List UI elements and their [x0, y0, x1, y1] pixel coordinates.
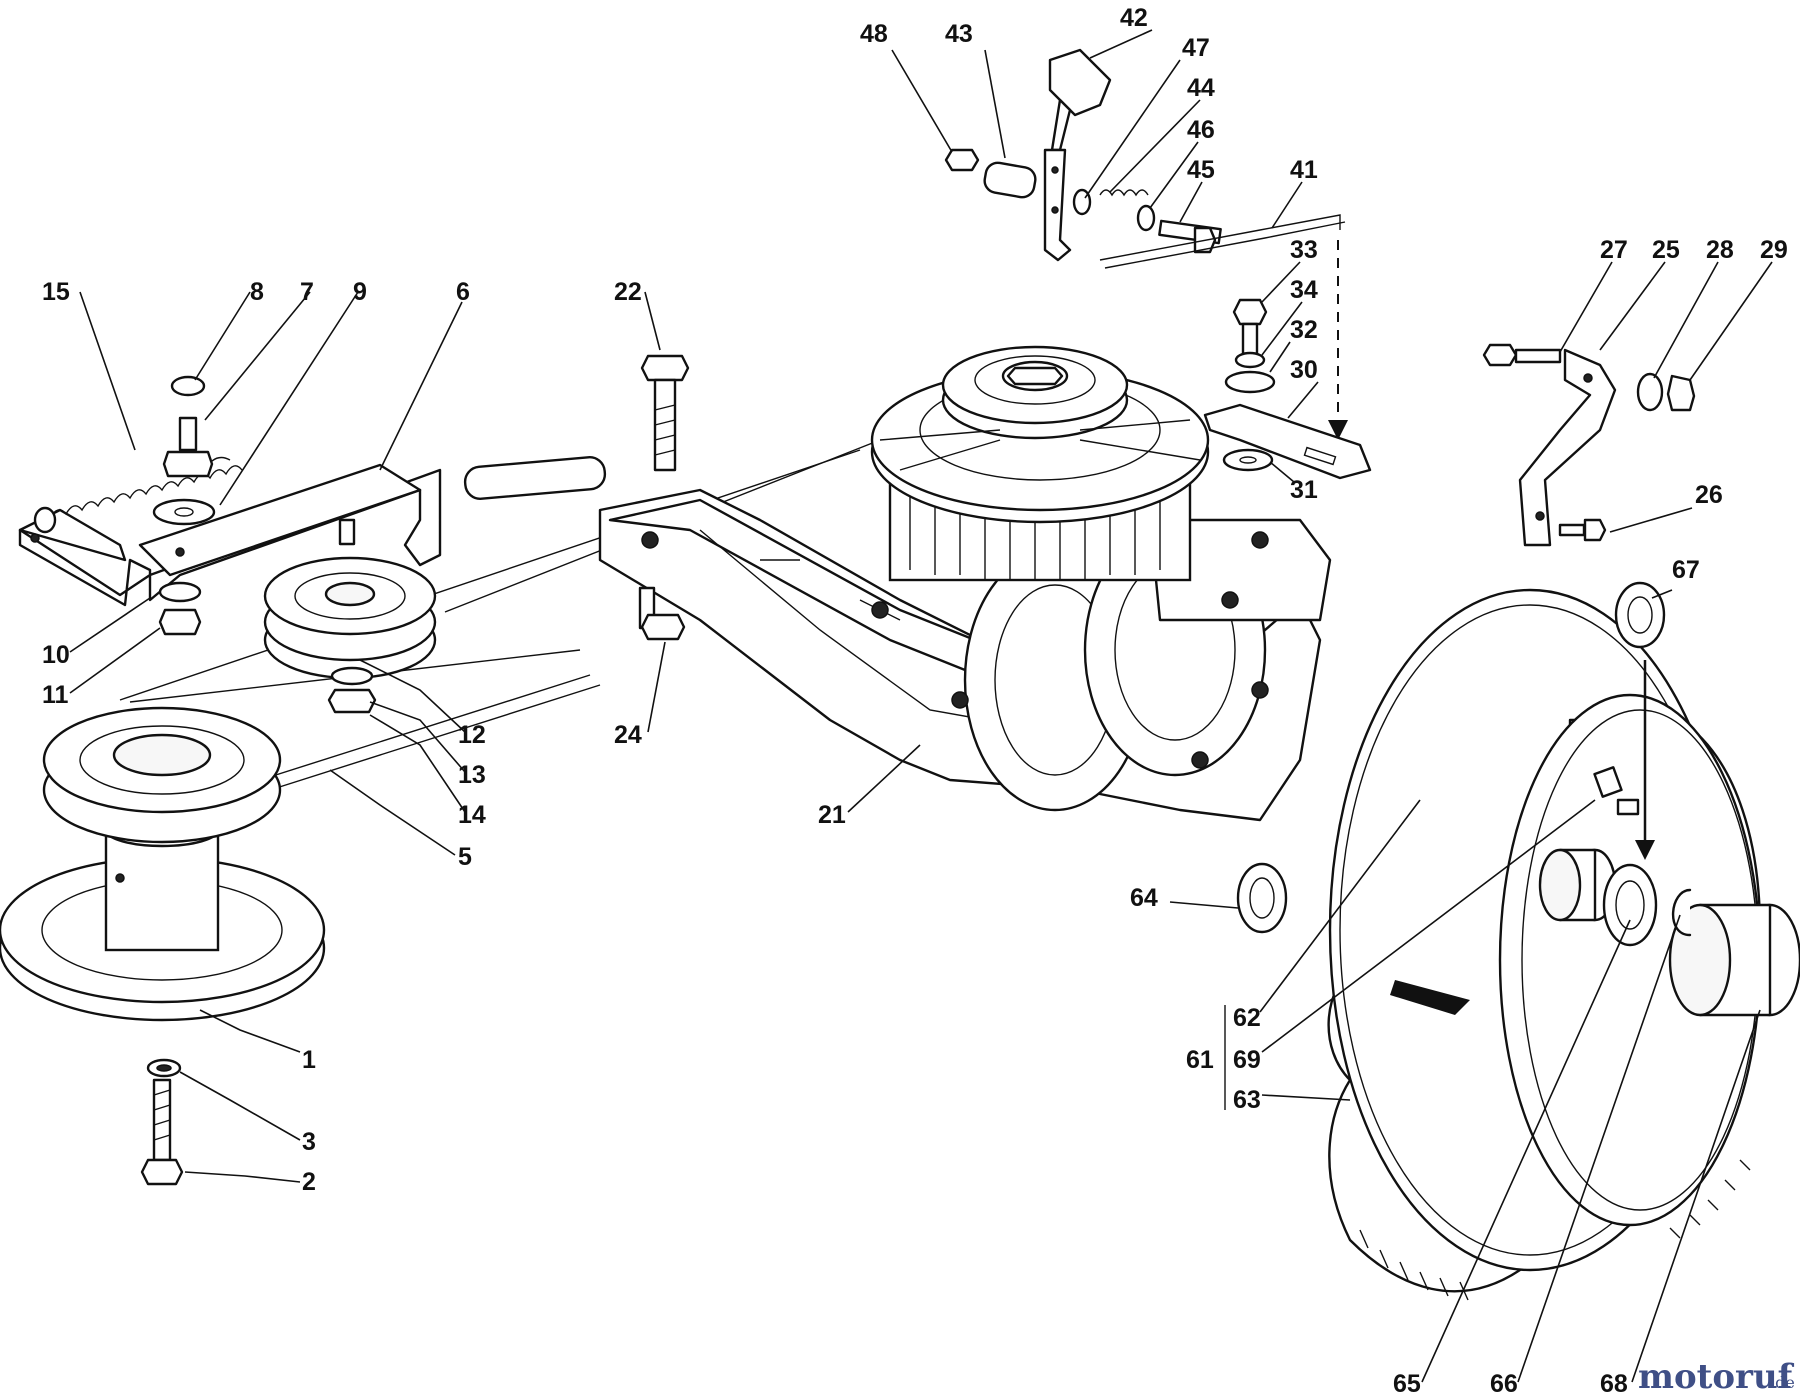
tension-spring [33, 456, 243, 534]
watermark-logo: motoruf .de [1638, 1357, 1795, 1397]
label-62: 62 [1233, 1004, 1261, 1032]
label-67: 67 [1672, 556, 1700, 584]
label-63: 63 [1233, 1086, 1261, 1114]
label-9: 9 [353, 278, 367, 306]
transmission-pulley [870, 345, 1210, 582]
engine-pulley [0, 706, 326, 1022]
label-47: 47 [1182, 34, 1210, 62]
label-21: 21 [818, 801, 846, 829]
label-64: 64 [1130, 884, 1158, 912]
label-8: 8 [250, 278, 264, 306]
label-14: 14 [458, 801, 486, 829]
label-68: 68 [1600, 1370, 1628, 1398]
drawing [0, 48, 1800, 1301]
label-15: 15 [42, 278, 70, 306]
label-46: 46 [1187, 116, 1215, 144]
label-6: 6 [456, 278, 470, 306]
wheel-assembly [1327, 588, 1800, 1301]
axle-bolt [640, 354, 690, 641]
label-24: 24 [614, 721, 642, 749]
label-11: 11 [42, 681, 69, 709]
axle-bracket [1482, 343, 1696, 547]
label-30: 30 [1290, 356, 1318, 384]
label-27: 27 [1600, 236, 1628, 264]
leader-lines [69, 29, 1773, 1383]
label-3: 3 [302, 1128, 316, 1156]
label-5: 5 [458, 843, 472, 871]
label-48: 48 [860, 20, 888, 48]
wheel-washers [1236, 581, 1692, 947]
shift-rod [1099, 214, 1348, 440]
shift-bracket [1203, 298, 1372, 480]
label-13: 13 [458, 761, 486, 789]
label-33: 33 [1290, 236, 1318, 264]
transaxle-housing [463, 456, 1332, 822]
label-29: 29 [1760, 236, 1788, 264]
label-10: 10 [42, 641, 70, 669]
label-45: 45 [1187, 156, 1215, 184]
idler-bracket [18, 463, 442, 607]
label-42: 42 [1120, 4, 1148, 32]
label-26: 26 [1695, 481, 1723, 509]
label-34: 34 [1290, 276, 1318, 304]
label-28: 28 [1706, 236, 1734, 264]
label-32: 32 [1290, 316, 1318, 344]
shift-lever [944, 48, 1222, 262]
pulley-bolt [140, 1058, 184, 1186]
label-65: 65 [1393, 1370, 1421, 1398]
label-41: 41 [1290, 156, 1318, 184]
label-61: 61 [1186, 1046, 1214, 1074]
part-labels: 1 2 3 5 6 7 8 9 10 11 12 13 14 15 21 22 … [42, 4, 1788, 1398]
label-66: 66 [1490, 1370, 1518, 1398]
watermark-suffix: .de [1770, 1373, 1795, 1392]
label-1: 1 [302, 1046, 316, 1074]
label-12: 12 [458, 721, 486, 749]
label-7: 7 [300, 278, 314, 306]
label-44: 44 [1187, 74, 1215, 102]
idler-hardware [152, 375, 216, 636]
watermark-text: motoruf [1638, 1357, 1795, 1397]
label-69: 69 [1233, 1046, 1261, 1074]
idler-pulley [263, 556, 437, 714]
label-31: 31 [1290, 476, 1318, 504]
label-2: 2 [302, 1168, 316, 1196]
label-43: 43 [945, 20, 973, 48]
label-22: 22 [614, 278, 642, 306]
label-25: 25 [1652, 236, 1680, 264]
